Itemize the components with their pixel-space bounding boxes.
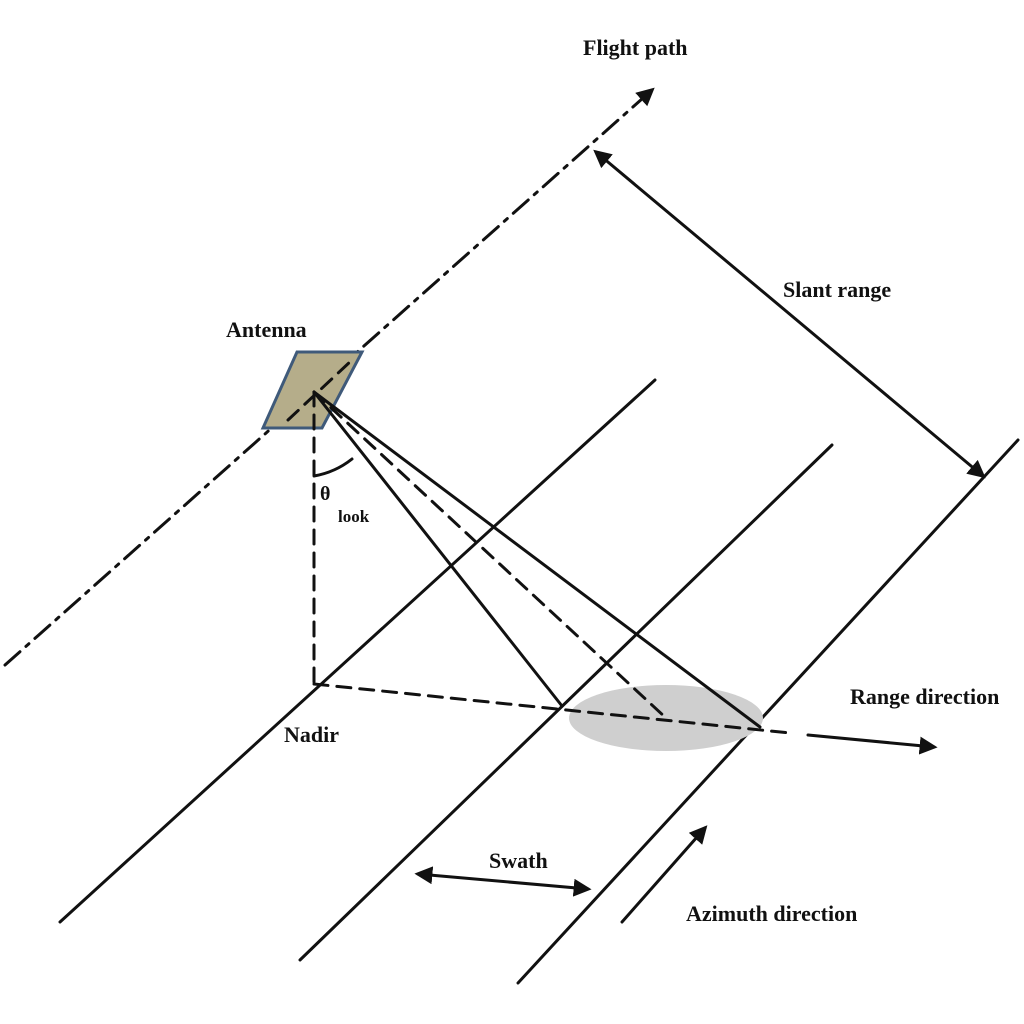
nadir-track-line	[58, 378, 657, 924]
theta-subscript: look	[338, 507, 370, 526]
swath-label: Swath	[489, 848, 548, 873]
flight-path-label: Flight path	[583, 35, 688, 60]
antenna-label: Antenna	[226, 317, 307, 342]
beam-footprint	[569, 685, 763, 751]
range-direction-arrow	[806, 733, 938, 755]
beam-center-line	[312, 390, 668, 720]
antenna-icon	[260, 350, 365, 430]
range-direction-label: Range direction	[850, 684, 999, 709]
near-range-line	[298, 443, 834, 962]
far-range-line	[516, 438, 1020, 985]
beam-near-edge	[312, 390, 564, 708]
azimuth-direction-arrow	[620, 825, 708, 924]
ground-range-line	[312, 682, 792, 735]
nadir-label: Nadir	[284, 722, 339, 747]
beam-far-edge	[312, 390, 762, 729]
look-angle-arc	[312, 457, 354, 478]
slant-range-arrow	[593, 149, 986, 479]
theta-symbol: θ	[320, 483, 330, 505]
azimuth-direction-label: Azimuth direction	[686, 901, 857, 926]
swath-arrow	[414, 866, 592, 897]
slant-range-label: Slant range	[783, 277, 891, 302]
